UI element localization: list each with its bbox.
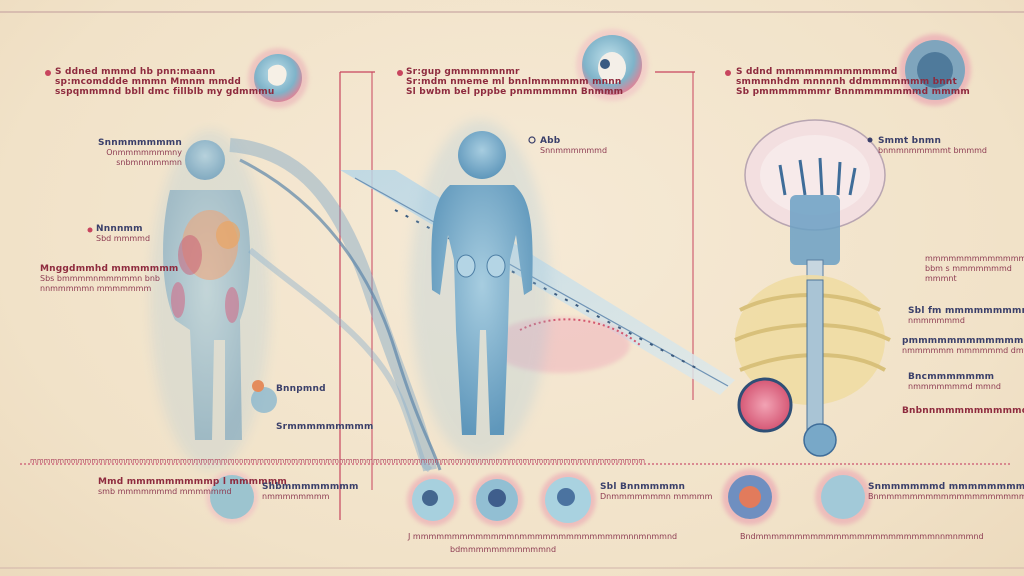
label-r4: pmmmmmmmmmmmmmmnmmmmd nmmmmmm mmmmmmd dm… <box>902 336 1024 355</box>
label-r5: Bncmmmmmmm nmmmmmmmd mmnd <box>908 372 1001 391</box>
label-r6: Bnbnnmmmmmmmmmd <box>902 406 1024 416</box>
bottom-circle-5 <box>722 469 778 525</box>
middle-body-figure <box>410 120 550 460</box>
label-b2: Shbmmmmmmmm nmmmmmmmm <box>262 482 359 501</box>
top-circle-right <box>899 34 971 106</box>
top-circle-left <box>248 48 308 108</box>
flow-curve <box>239 158 442 471</box>
right-brain-spine <box>734 119 891 457</box>
label-b4: Snmmmmmmd mmmmmmmmmd Bnmmmmmmmmmmmmmmmmm… <box>868 482 1024 501</box>
label-l4: Bnnpmnd <box>276 384 326 394</box>
bottom-circle-4 <box>540 472 596 528</box>
left-body-figure <box>150 130 270 470</box>
label-l2: Nnnnmm Sbd mmmmd <box>96 224 151 243</box>
label-m1: Abb Snnmmmmmmd <box>540 136 608 155</box>
label-b3: Sbl Bnnmmmmn Dnmmmmmmmn mmmmm <box>600 482 713 501</box>
timeline-label: mmmmmmmmmmmmmmmmmmmmmmmmmmmmmmnnmmmmmmmm… <box>30 457 646 465</box>
top-circle-middle <box>576 29 648 101</box>
label-r3: Sbl fm mmmmmmmmm nmmmmmmd <box>908 306 1024 325</box>
label-b7: bdmmmmmmmmmmmnd <box>450 545 557 554</box>
panel-heading-right: S ddnd mmmmmmmmmmmmd smmmnhdm mnnnnh ddm… <box>736 67 970 97</box>
bottom-circle-3 <box>471 474 523 526</box>
flow-curve <box>248 247 433 473</box>
panel-heading-left: S ddned mmmd hb pnn:maann sp:mcomddde mm… <box>55 67 275 97</box>
label-l5: Srmmmmmmmmm <box>276 422 374 432</box>
bottom-circle-6 <box>815 469 871 525</box>
label-b1: Mmd mmmmmmmmmp l mmmmmm smb mmmmmmmd mmm… <box>98 477 287 496</box>
panel-heading-middle: Sr:gup gmmmmmnmr Sr:mdm nmeme ml bnnlmmm… <box>406 67 624 97</box>
label-r2: mmmmmmmmmmmmmmmmm bbm s mmmmmmmd mmmnt <box>925 254 1024 283</box>
label-r1: Smmt bnmn bnmmnmmmmmt bmmmd <box>878 136 987 155</box>
label-b6: Bndmmmmmmmmmmmmmmmmmmmmmmmnnmnmmnd <box>740 532 984 541</box>
bottom-circle-1 <box>206 471 258 523</box>
label-b5: J mmmmmmmmmmmmmnmmmmmmmmmmmmmmnnmnmmnd <box>408 532 678 541</box>
bottom-circle-2 <box>407 474 459 526</box>
small-organ-circle <box>251 380 277 413</box>
label-l1: Snnmmmmmmn Onmmmmmmmny snbmnnnmmmn <box>98 138 182 167</box>
label-l3: Mnggdmmhd mmmmmmm Sbs bmmmmnmmmmmn bnb n… <box>40 264 179 293</box>
